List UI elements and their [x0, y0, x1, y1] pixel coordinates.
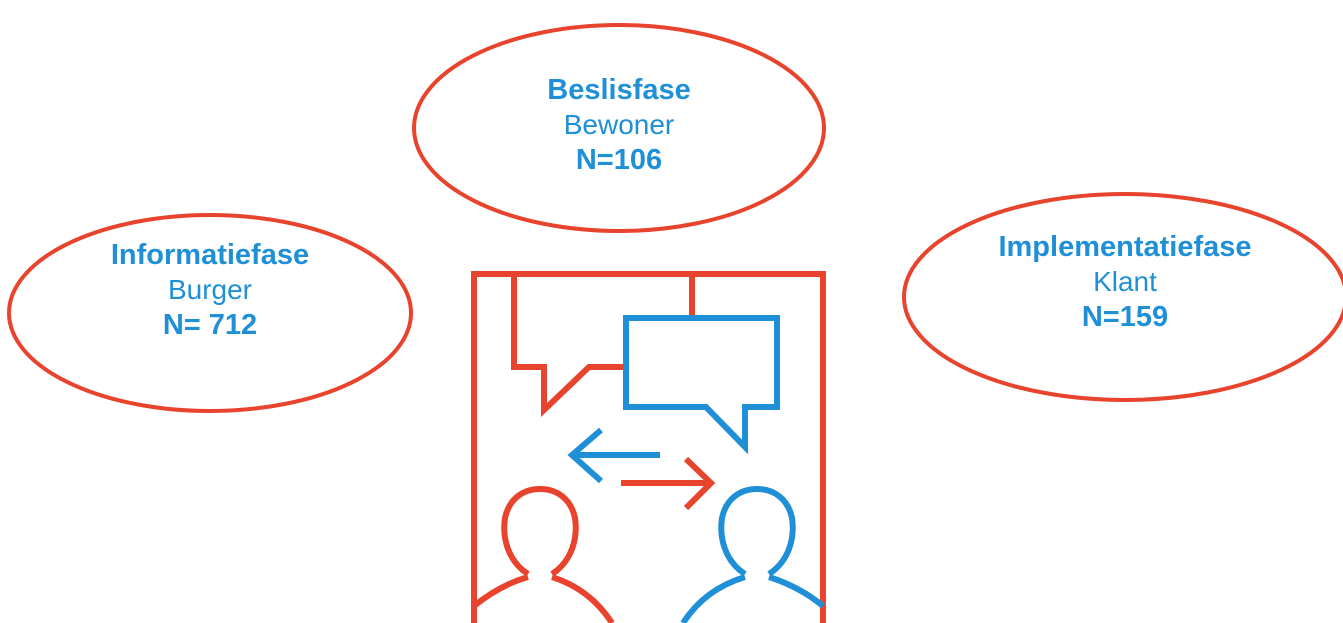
phase-ellipse-informatiefase [7, 213, 413, 413]
phase-count: N=159 [1081, 300, 1169, 333]
phase-role: Burger [167, 274, 253, 306]
person-right-icon [718, 485, 796, 577]
phase-title: Informatiefase [110, 239, 310, 271]
speech-bubble-right-icon [623, 315, 780, 455]
arrow-right-icon [621, 456, 716, 511]
phase-count: N=106 [575, 143, 663, 176]
phase-count: N= 712 [162, 308, 258, 341]
phase-ellipse-beslisfase [412, 23, 826, 233]
person-left-shoulders [472, 574, 615, 623]
phase-informatiefase: Informatiefase Burger N= 712 [50, 238, 370, 343]
phase-role: Bewoner [563, 109, 675, 141]
speech-bubble-left-icon [511, 274, 626, 418]
phase-implementatiefase: Implementatiefase Klant N=159 [940, 230, 1310, 335]
phase-title: Beslisfase [547, 74, 691, 106]
person-right-shoulders [680, 574, 825, 623]
phase-ellipse-implementatiefase [902, 192, 1343, 402]
phase-title: Implementatiefase [998, 231, 1252, 263]
arrow-left-icon [567, 427, 660, 484]
person-left-icon [501, 485, 579, 577]
icon-frame [471, 271, 826, 623]
phase-role: Klant [1093, 266, 1157, 298]
phase-beslisfase: Beslisfase Bewoner N=106 [469, 73, 769, 178]
conversation-icon [471, 271, 826, 623]
